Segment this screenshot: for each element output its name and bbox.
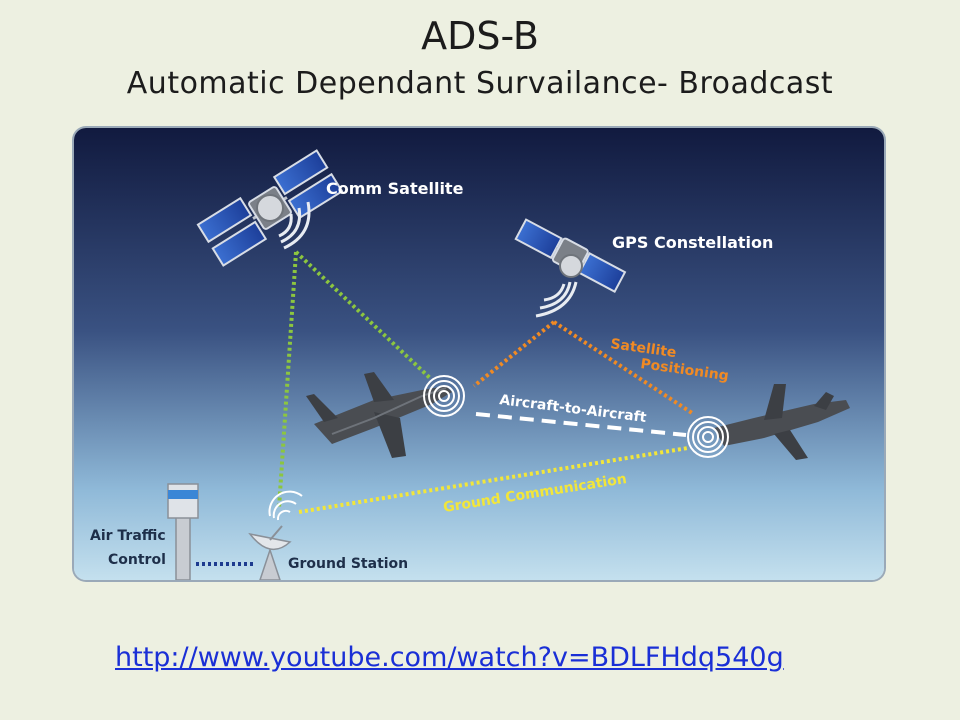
comm-satellite-link [277, 250, 432, 509]
gps-constellation-label: GPS Constellation [612, 233, 773, 252]
ground-station-dish-icon [248, 525, 292, 580]
aircraft-left-signal-icon [423, 375, 465, 417]
control-tower-icon [167, 483, 199, 580]
sky-background [74, 128, 884, 580]
ground-station-signal-icon [268, 490, 303, 521]
comm-satellite-label: Comm Satellite [326, 179, 464, 198]
aircraft-right-signal-icon [687, 416, 729, 458]
air-traffic-label-line1: Air Traffic [90, 528, 166, 544]
air-traffic-label-line2: Control [108, 552, 166, 568]
slide-subtitle: Automatic Dependant Survailance- Broadca… [126, 66, 834, 101]
aircraft-right-icon [714, 384, 850, 460]
aircraft-to-aircraft-link [475, 412, 687, 437]
satellite-positioning-link [472, 320, 694, 415]
gps-satellite-icon [514, 218, 627, 318]
ground-station-label: Ground Station [288, 556, 408, 572]
adsb-diagram: Comm Satellite GPS Constellation Satelli… [74, 128, 884, 580]
youtube-link[interactable]: http://www.youtube.com/watch?v=BDLFHdq54… [115, 642, 784, 673]
comm-satellite-icon [196, 149, 344, 267]
diagram-canvas: Comm Satellite GPS Constellation Satelli… [74, 128, 884, 580]
slide-title: ADS-B [421, 14, 539, 58]
aircraft-left-icon [306, 372, 452, 458]
